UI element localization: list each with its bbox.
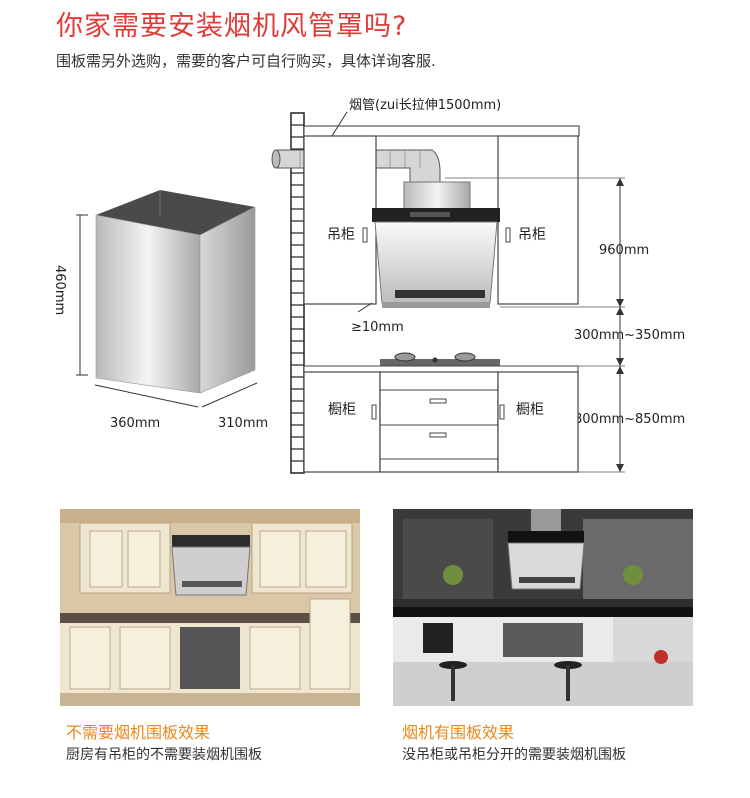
photo-kitchen-without-panel: [60, 509, 360, 706]
panel-depth-label: 310mm: [218, 416, 268, 431]
wall-cabinet-right: [497, 135, 579, 305]
wall-cabinet-left: [303, 135, 377, 305]
base-cabinet-right-label: 橱柜: [516, 402, 544, 418]
wall-cabinet-left-label: 吊柜: [327, 227, 355, 243]
hood-to-stove-label: 300mm~350mm: [574, 328, 685, 343]
range-hood: [372, 181, 500, 308]
panel-height-label: 460mm: [52, 265, 67, 315]
gap-label: ≥10mm: [351, 320, 404, 335]
panel-width-label: 360mm: [110, 416, 160, 431]
photo2-caption-title: 烟机有围板效果: [402, 723, 515, 742]
base-cabinet-left-label: 橱柜: [328, 402, 356, 418]
duct-label: 烟管(zui长拉伸1500mm): [349, 98, 501, 113]
brick-wall: [290, 112, 305, 474]
drawer-stack: [379, 371, 499, 473]
gas-stove: [380, 352, 500, 366]
base-cabinet-right: [497, 371, 579, 473]
range-hood-panel: [95, 190, 256, 394]
page-subtitle: 围板需另外选购，需要的客户可自行购买，具体详询客服.: [56, 52, 436, 70]
hood-height-label: 960mm: [599, 243, 649, 258]
wall-cabinet-right-label: 吊柜: [518, 227, 546, 243]
photo-kitchen-with-panel: [393, 509, 693, 706]
photo2-caption-text: 没吊柜或吊柜分开的需要装烟机围板: [402, 747, 626, 763]
base-height-label: 800mm~850mm: [574, 412, 685, 427]
photo1-caption-text: 厨房有吊柜的不需要装烟机围板: [66, 747, 262, 763]
page-title: 你家需要安装烟机风管罩吗?: [56, 11, 408, 42]
base-cabinet-left: [303, 371, 381, 473]
photo1-caption-title: 不需要烟机围板效果: [66, 723, 211, 742]
installation-diagram: 460mm 360mm 310mm 烟管(zu: [52, 98, 685, 474]
